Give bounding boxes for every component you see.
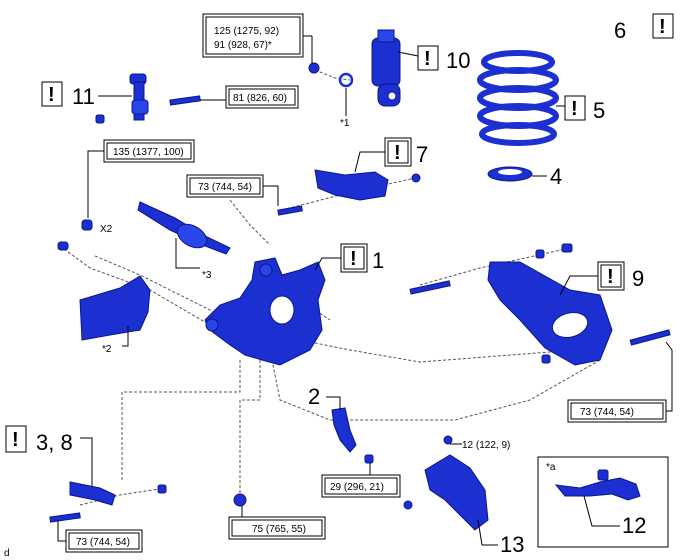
note-star3: *3 — [202, 270, 212, 281]
note-stara: *a — [546, 462, 556, 473]
callout-3-8: ! 3, 8 — [5, 425, 93, 486]
torque-73-bottom: 73 (744, 54) — [76, 537, 130, 548]
callout-number-3-8: 3, 8 — [36, 430, 73, 455]
torque-box-135: 135 (1377, 100) — [103, 139, 195, 163]
lower-arm-left-part — [79, 275, 151, 341]
toe-arm-part — [49, 481, 167, 523]
torque-73-right: 73 (744, 54) — [580, 407, 634, 418]
callout-number-1: 1 — [372, 248, 384, 273]
shock-bolt-nut — [308, 62, 354, 88]
bolt-135 — [57, 219, 93, 251]
figure-id: d — [4, 548, 10, 559]
callout-2: 2 — [308, 384, 341, 410]
bolt-75 — [233, 493, 247, 507]
callout-number-2: 2 — [308, 384, 320, 409]
callout-10: ! 10 — [397, 45, 470, 73]
mud-guard-part — [403, 435, 489, 531]
torque-box-73-right: 73 (744, 54) — [567, 399, 667, 423]
knuckle-part — [204, 257, 326, 366]
torque-135: 135 (1377, 100) — [113, 147, 184, 158]
upper-control-arm-part — [277, 169, 421, 216]
callout-1: ! 1 — [314, 243, 384, 273]
coil-spring-part — [477, 50, 559, 146]
callout-number-10: 10 — [446, 48, 470, 73]
warning-icon: ! — [350, 248, 357, 270]
torque-12: 12 (122, 9) — [462, 440, 510, 451]
warning-icon: ! — [12, 429, 19, 451]
callout-4: 4 — [532, 164, 562, 189]
torque-73-upper: 73 (744, 54) — [198, 182, 252, 193]
torque-box-125: 125 (1275, 92) 91 (928, 67)* — [202, 13, 304, 58]
torque-box-75: 75 (765, 55) — [228, 516, 326, 540]
note-x2: X2 — [100, 224, 113, 235]
torque-box-81: 81 (826, 60) — [225, 85, 299, 109]
shock-absorber-part — [371, 29, 401, 107]
note-star2: *2 — [102, 344, 112, 355]
lower-control-arm-part — [409, 243, 671, 366]
callout-9: ! 9 — [559, 261, 644, 296]
callout-number-11: 11 — [72, 84, 95, 109]
callout-number-4: 4 — [550, 164, 562, 189]
torque-29: 29 (296, 21) — [330, 482, 384, 493]
callout-number-5: 5 — [593, 98, 605, 123]
torque-75: 75 (765, 55) — [252, 524, 306, 535]
inset-frame — [537, 456, 669, 548]
warning-icon: ! — [607, 266, 614, 288]
bracket-part — [331, 407, 374, 464]
callout-number-12: 12 — [622, 513, 646, 538]
torque-box-29: 29 (296, 21) — [321, 474, 401, 498]
callout-11: ! 11 — [41, 81, 132, 109]
callout-7: ! 7 — [354, 137, 428, 173]
callout-12: 12 — [583, 495, 646, 538]
height-control-sensor-part — [554, 469, 641, 501]
warning-icon: ! — [571, 98, 578, 120]
torque-12: 12 (122, 9) — [462, 440, 510, 451]
torque-125-line1: 125 (1275, 92) — [214, 26, 279, 37]
note-star1: *1 — [340, 118, 350, 129]
torque-125-line2: 91 (928, 67)* — [214, 40, 272, 51]
warning-icon: ! — [394, 142, 401, 164]
callout-13: 13 — [477, 519, 524, 557]
warning-icon: ! — [659, 16, 666, 38]
callout-number-7: 7 — [416, 142, 428, 167]
warning-icon: ! — [424, 48, 431, 70]
torque-box-73-upper: 73 (744, 54) — [186, 174, 264, 198]
callout-6: 6 ! — [614, 13, 674, 43]
callout-number-9: 9 — [632, 266, 644, 291]
torque-box-73-bottom: 73 (744, 54) — [65, 529, 143, 553]
spring-insulator-part — [487, 166, 533, 182]
callout-5: ! 5 — [556, 95, 605, 123]
callout-number-13: 13 — [500, 532, 524, 557]
torque-81: 81 (826, 60) — [233, 93, 287, 104]
stabilizer-link-part — [95, 73, 201, 124]
drive-shaft-part — [137, 201, 231, 255]
warning-icon: ! — [48, 84, 55, 106]
callout-number-6: 6 — [614, 18, 626, 43]
